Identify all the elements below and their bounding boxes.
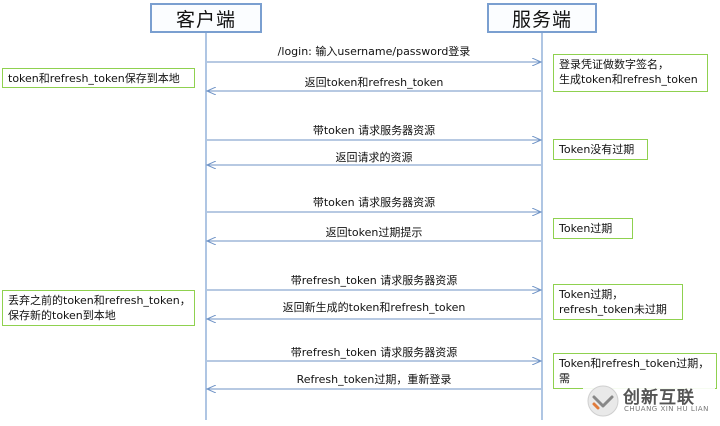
- watermark-subtitle: CHUANG XIN HU LIAN: [624, 405, 709, 413]
- message-request-refresh: 带refresh_token 请求服务器资源: [290, 274, 458, 287]
- note-line: 丢弃之前的token和refresh_token，: [8, 294, 191, 307]
- note-server-sign: 登录凭证做数字签名， 生成token和refresh_token: [553, 54, 708, 92]
- note-line: 保存新的token到本地: [8, 309, 116, 322]
- message-arrows: [207, 62, 541, 389]
- note-line: 需: [559, 372, 570, 385]
- message-relogin: Refresh_token过期，重新登录: [296, 373, 452, 386]
- note-token-expired-refresh-valid: Token过期， refresh_token未过期: [553, 284, 683, 320]
- watermark-logo: 创新互联 CHUANG XIN HU LIAN: [583, 381, 715, 421]
- note-line: refresh_token未过期: [559, 303, 667, 316]
- watermark-logo-icon: [587, 385, 619, 417]
- message-token-expired: 返回token过期提示: [325, 226, 423, 239]
- message-login: /login: 输入username/password登录: [277, 45, 471, 58]
- watermark-name: 创新互联: [623, 388, 695, 408]
- note-token-expired: Token过期: [553, 218, 633, 239]
- note-line: 生成token和refresh_token: [559, 73, 698, 86]
- message-return-tokens: 返回token和refresh_token: [304, 76, 444, 89]
- message-request-token-2: 带token 请求服务器资源: [312, 196, 436, 209]
- message-return-resource: 返回请求的资源: [335, 151, 413, 164]
- message-request-token: 带token 请求服务器资源: [312, 124, 436, 137]
- note-line: Token过期，: [559, 288, 624, 301]
- note-line: 登录凭证做数字签名，: [559, 58, 669, 71]
- message-return-new-tokens: 返回新生成的token和refresh_token: [282, 301, 466, 314]
- note-line: Token和refresh_token过期，: [559, 357, 710, 370]
- note-client-replace: 丢弃之前的token和refresh_token， 保存新的token到本地: [2, 290, 195, 326]
- server-actor: 服务端: [487, 3, 597, 33]
- note-client-store: token和refresh_token保存到本地: [2, 68, 195, 88]
- note-token-valid: Token没有过期: [553, 139, 648, 160]
- client-actor: 客户端: [150, 3, 262, 33]
- message-request-refresh-2: 带refresh_token 请求服务器资源: [290, 346, 458, 359]
